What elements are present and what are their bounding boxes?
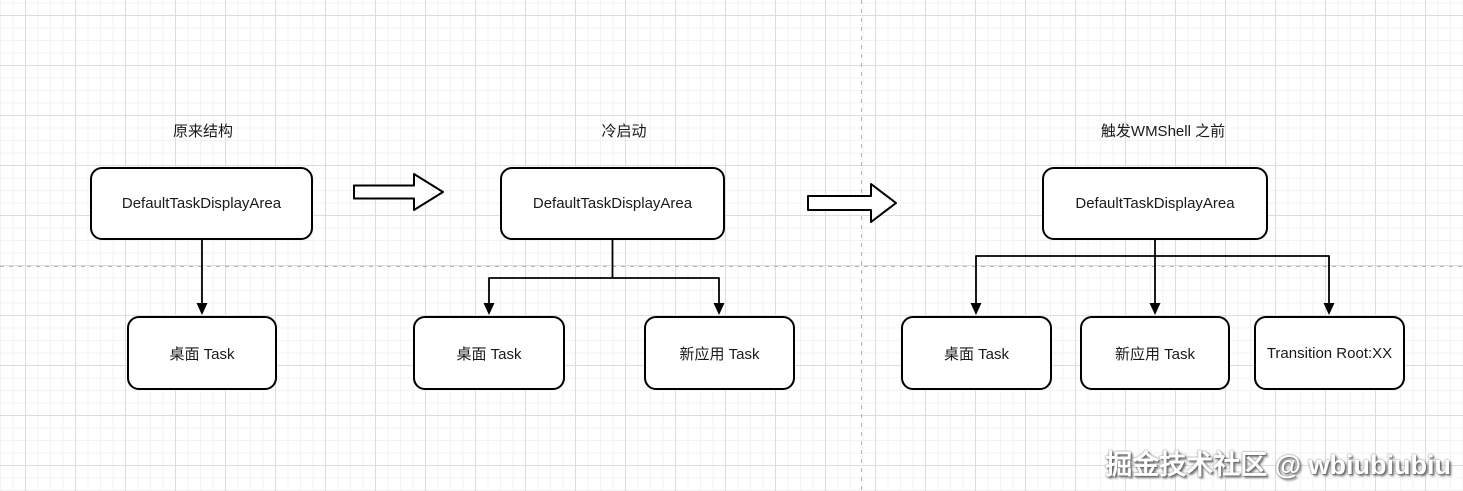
node-desktop-task-coldstart: 桌面 Task xyxy=(413,316,565,390)
node-label: DefaultTaskDisplayArea xyxy=(121,195,282,212)
node-root-wmshell: DefaultTaskDisplayArea xyxy=(1042,167,1268,240)
edge-original-root-to-desktop xyxy=(196,240,208,315)
node-label: Transition Root:XX xyxy=(1266,344,1393,362)
watermark: 掘金技术社区 @ wbiubiubiu xyxy=(1105,450,1451,480)
node-label: 新应用 Task xyxy=(679,345,760,363)
section-title-original: 原来结构 xyxy=(172,123,234,140)
node-desktop-task-wmshell: 桌面 Task xyxy=(901,316,1052,390)
node-label: 新应用 Task xyxy=(1114,345,1195,363)
node-label: 桌面 Task xyxy=(943,345,1009,363)
node-root-coldstart: DefaultTaskDisplayArea xyxy=(500,167,725,240)
node-newapp-task-coldstart: 新应用 Task xyxy=(644,316,795,390)
page-divider-horizontal xyxy=(0,266,1463,267)
node-label: 桌面 Task xyxy=(169,345,235,363)
node-desktop-task-original: 桌面 Task xyxy=(127,316,277,390)
section-title-coldstart: 冷启动 xyxy=(601,123,647,140)
node-root-original: DefaultTaskDisplayArea xyxy=(90,167,313,240)
node-label: DefaultTaskDisplayArea xyxy=(1075,195,1235,212)
transition-arrow-icon-2 xyxy=(807,183,897,223)
node-label: DefaultTaskDisplayArea xyxy=(532,195,693,212)
transition-arrow-icon-1 xyxy=(353,173,444,211)
node-newapp-task-wmshell: 新应用 Task xyxy=(1080,316,1230,390)
node-transition-root-wmshell: Transition Root:XX xyxy=(1254,316,1405,390)
section-title-wmshell: 触发WMShell 之前 xyxy=(1100,123,1226,140)
edge-coldstart-root-to-children xyxy=(483,240,725,315)
node-label: 桌面 Task xyxy=(456,345,522,363)
page-divider-vertical xyxy=(861,0,862,491)
edge-wmshell-root-to-children xyxy=(970,240,1335,315)
